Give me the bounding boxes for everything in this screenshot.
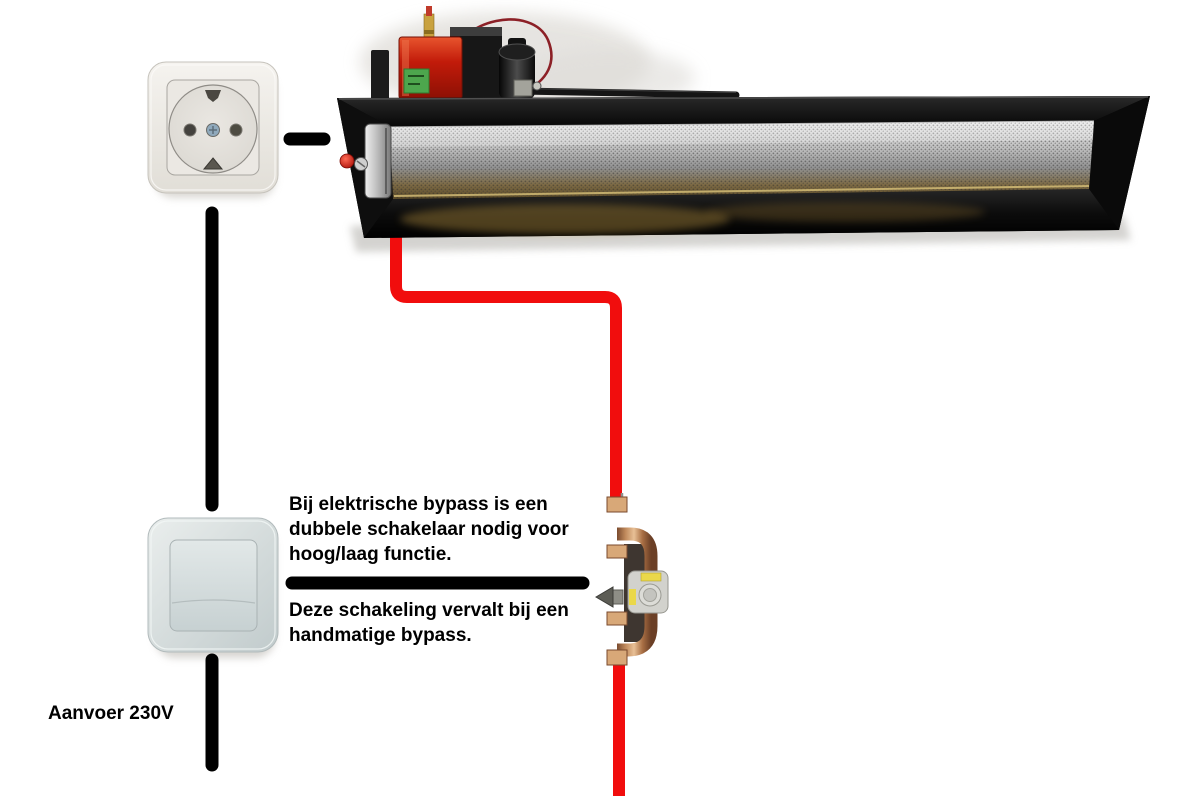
pipe-fitting-top — [606, 496, 628, 513]
electrode-tip — [426, 6, 432, 16]
electrode-band — [424, 30, 434, 34]
mesh-highlight — [390, 121, 1094, 147]
pipe-fitting-bottom — [606, 649, 628, 666]
mesh-gold-edge — [393, 185, 1090, 197]
manual-valve-handle — [595, 586, 614, 608]
pipe-glint — [519, 88, 737, 93]
switch-plate-bevel — [150, 520, 276, 650]
ignition-label — [403, 68, 430, 94]
pipe-bolt — [532, 81, 542, 91]
rocker-seam — [171, 599, 256, 604]
valve-knob-inner — [643, 588, 657, 602]
supply-230v-label: Aanvoer 230V — [48, 703, 174, 724]
bypass-electric-note: Bij elektrische bypass is een dubbele sc… — [289, 494, 569, 565]
pipe-fitting-mid1 — [606, 544, 628, 559]
socket-hole-right — [229, 123, 243, 137]
heater-bevel-top — [337, 96, 1150, 127]
burner-clamp — [364, 123, 392, 199]
infrared-gas-heater — [337, 6, 1150, 238]
solenoid-top — [498, 43, 536, 61]
screw-slot — [356, 160, 366, 168]
socket-hole-left — [183, 123, 197, 137]
gas-valve-assembly — [595, 493, 669, 666]
bypass-manual-note: Deze schakeling vervalt bij een handmati… — [289, 600, 569, 646]
earth-clip-bottom — [202, 157, 224, 170]
pilot-indicator — [339, 153, 355, 169]
gloss-gold-right — [705, 202, 985, 222]
earth-clip-top — [205, 90, 221, 102]
pipe-fitting-mid2 — [606, 611, 628, 626]
mounting-bracket — [371, 50, 389, 100]
gas-line-heater-to-valve — [390, 234, 622, 500]
gas-lines — [390, 234, 625, 796]
wall-socket — [147, 61, 279, 194]
heater-bevel-right — [1089, 96, 1150, 230]
burner-mesh — [389, 120, 1095, 199]
switch-rocker — [169, 539, 258, 632]
frame-top-highlight — [338, 96, 1149, 100]
socket-plate-bevel — [150, 64, 276, 191]
gas-control-block — [450, 27, 502, 99]
pipe-bracket — [513, 79, 533, 97]
gas-control-top — [450, 27, 502, 36]
mesh-perforation — [390, 121, 1094, 199]
ignition-box-highlight — [402, 40, 409, 96]
gas-supply-pipe — [516, 87, 740, 99]
valve-label-top — [640, 572, 662, 582]
electric-lines — [205, 132, 590, 772]
valve-label-side — [629, 589, 636, 605]
heater-top-components — [371, 6, 740, 100]
wall-switch — [147, 517, 279, 653]
mesh-top-edge — [389, 120, 1095, 128]
gloss-gold-left — [400, 204, 730, 234]
